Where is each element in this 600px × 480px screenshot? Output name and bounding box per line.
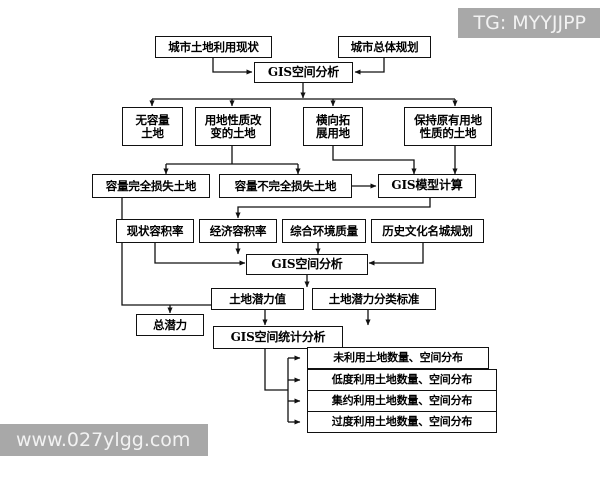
node-current-far: 现状容积率: [116, 219, 194, 243]
watermark-top-right: TG: MYYJJPP: [457, 8, 600, 38]
node-gis-spatial-analysis-2: GIS空间分析: [246, 254, 368, 275]
node-unused-land: 未利用土地数量、空间分布: [307, 347, 489, 369]
node-total-potential: 总潜力: [136, 314, 204, 336]
node-no-capacity-land: 无容量 土地: [122, 107, 183, 146]
node-economic-far: 经济容积率: [199, 219, 277, 243]
node-land-potential-classification: 土地潜力分类标准: [312, 288, 436, 310]
node-over-use-land: 过度利用土地数量、空间分布: [307, 411, 497, 433]
node-current-land-use: 城市土地利用现状: [155, 36, 272, 58]
node-full-capacity-loss-land: 容量完全损失土地: [92, 174, 210, 198]
node-horizontal-expansion-land: 横向拓 展用地: [303, 107, 363, 146]
node-land-potential-value: 土地潜力值: [211, 288, 304, 310]
watermark-bottom-left: www.027ylgg.com: [0, 424, 209, 456]
node-historic-city-plan: 历史文化名城规划: [371, 219, 484, 243]
node-low-use-land: 低度利用土地数量、空间分布: [307, 369, 497, 391]
node-comprehensive-env-quality: 综合环境质量: [282, 219, 366, 243]
node-intensive-use-land: 集约利用土地数量、空间分布: [307, 390, 497, 412]
node-gis-spatial-analysis-1: GIS空间分析: [254, 62, 353, 83]
node-changed-use-land: 用地性质改 变的土地: [195, 107, 271, 146]
node-gis-model-calculation: GIS模型计算: [378, 174, 476, 198]
node-partial-capacity-loss-land: 容量不完全损失土地: [219, 174, 352, 198]
node-gis-statistical-analysis: GIS空间统计分析: [213, 326, 343, 349]
node-retained-use-land: 保持原有用地 性质的土地: [404, 107, 492, 146]
node-master-plan: 城市总体规划: [338, 36, 431, 58]
